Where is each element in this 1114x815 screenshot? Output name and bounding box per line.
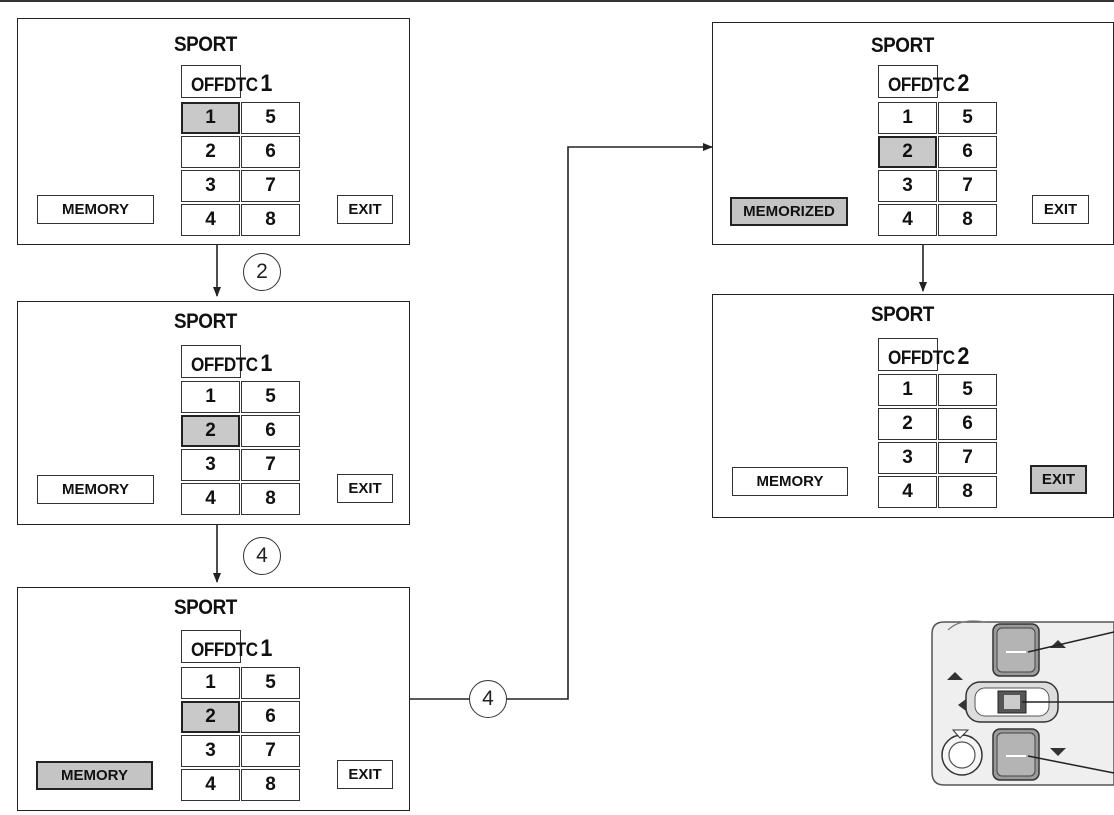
mode-title: SPORT bbox=[174, 596, 237, 619]
off-dtc-text: OFFDTC bbox=[191, 640, 258, 661]
off-dtc-text: OFFDTC bbox=[191, 75, 258, 96]
mode-title: SPORT bbox=[871, 303, 934, 326]
step-circle: 4 bbox=[243, 537, 281, 575]
step-circle: 2 bbox=[243, 253, 281, 291]
dtc-mode-button-7[interactable]: 7 bbox=[241, 735, 300, 767]
dtc-mode-button-5[interactable]: 5 bbox=[938, 374, 997, 406]
dtc-number: 1 bbox=[260, 350, 272, 377]
dtc-number: 1 bbox=[260, 70, 272, 97]
dtc-mode-button-2[interactable]: 2 bbox=[181, 701, 240, 733]
top-rule bbox=[0, 0, 1114, 2]
off-dtc-text: OFFDTC bbox=[191, 355, 258, 376]
off-dtc-text: OFFDTC bbox=[888, 348, 955, 369]
dtc-mode-button-5[interactable]: 5 bbox=[241, 381, 300, 413]
dtc-mode-button-7[interactable]: 7 bbox=[938, 170, 997, 202]
dtc-mode-button-6[interactable]: 6 bbox=[938, 136, 997, 168]
off-dtc-box bbox=[878, 65, 938, 98]
dtc-mode-button-4[interactable]: 4 bbox=[878, 476, 937, 508]
dtc-mode-button-5[interactable]: 5 bbox=[241, 102, 300, 134]
dtc-mode-button-8[interactable]: 8 bbox=[241, 483, 300, 515]
dtc-mode-button-3[interactable]: 3 bbox=[878, 442, 937, 474]
dtc-mode-button-8[interactable]: 8 bbox=[938, 204, 997, 236]
off-dtc-box bbox=[181, 65, 241, 98]
dtc-mode-button-8[interactable]: 8 bbox=[938, 476, 997, 508]
mode-title: SPORT bbox=[174, 310, 237, 333]
dtc-mode-button-6[interactable]: 6 bbox=[241, 701, 300, 733]
mode-title: SPORT bbox=[871, 34, 934, 57]
dtc-mode-button-4[interactable]: 4 bbox=[878, 204, 937, 236]
memory-button[interactable]: MEMORY bbox=[37, 475, 154, 504]
dtc-mode-button-3[interactable]: 3 bbox=[181, 449, 240, 481]
step-circle: 4 bbox=[469, 680, 507, 718]
dtc-mode-button-1[interactable]: 1 bbox=[878, 102, 937, 134]
step-number: 4 bbox=[256, 544, 268, 567]
dtc-mode-button-3[interactable]: 3 bbox=[878, 170, 937, 202]
dtc-number: 2 bbox=[957, 343, 969, 370]
dtc-mode-button-5[interactable]: 5 bbox=[241, 667, 300, 699]
dtc-mode-button-1[interactable]: 1 bbox=[181, 102, 240, 134]
dtc-mode-button-7[interactable]: 7 bbox=[241, 170, 300, 202]
dtc-mode-button-1[interactable]: 1 bbox=[181, 667, 240, 699]
dtc-mode-button-4[interactable]: 4 bbox=[181, 483, 240, 515]
dtc-mode-button-7[interactable]: 7 bbox=[938, 442, 997, 474]
memorized-button[interactable]: MEMORIZED bbox=[730, 197, 848, 226]
dtc-mode-button-4[interactable]: 4 bbox=[181, 204, 240, 236]
dtc-mode-button-2[interactable]: 2 bbox=[181, 415, 240, 447]
exit-button[interactable]: EXIT bbox=[337, 760, 393, 789]
exit-button[interactable]: EXIT bbox=[337, 195, 393, 224]
memory-button[interactable]: MEMORY bbox=[732, 467, 848, 496]
dtc-mode-button-2[interactable]: 2 bbox=[878, 408, 937, 440]
dtc-mode-button-4[interactable]: 4 bbox=[181, 769, 240, 801]
mode-title: SPORT bbox=[174, 33, 237, 56]
dtc-mode-button-7[interactable]: 7 bbox=[241, 449, 300, 481]
dtc-mode-button-2[interactable]: 2 bbox=[181, 136, 240, 168]
dtc-mode-button-8[interactable]: 8 bbox=[241, 204, 300, 236]
off-dtc-box bbox=[878, 338, 938, 371]
off-dtc-box bbox=[181, 630, 241, 663]
dtc-number: 2 bbox=[957, 70, 969, 97]
memory-button[interactable]: MEMORY bbox=[37, 195, 154, 224]
exit-button[interactable]: EXIT bbox=[1032, 195, 1089, 224]
memory-button[interactable]: MEMORY bbox=[36, 761, 153, 790]
exit-button[interactable]: EXIT bbox=[337, 474, 393, 503]
exit-button[interactable]: EXIT bbox=[1030, 465, 1087, 494]
dtc-mode-button-2[interactable]: 2 bbox=[878, 136, 937, 168]
dtc-mode-button-8[interactable]: 8 bbox=[241, 769, 300, 801]
step-number: 4 bbox=[482, 687, 494, 710]
dtc-mode-button-3[interactable]: 3 bbox=[181, 735, 240, 767]
off-dtc-text: OFFDTC bbox=[888, 75, 955, 96]
dtc-mode-button-6[interactable]: 6 bbox=[241, 415, 300, 447]
dtc-number: 1 bbox=[260, 635, 272, 662]
dtc-mode-button-1[interactable]: 1 bbox=[181, 381, 240, 413]
dtc-mode-button-3[interactable]: 3 bbox=[181, 170, 240, 202]
dtc-mode-button-6[interactable]: 6 bbox=[241, 136, 300, 168]
dtc-mode-button-1[interactable]: 1 bbox=[878, 374, 937, 406]
step-number: 2 bbox=[256, 260, 268, 283]
dtc-mode-button-6[interactable]: 6 bbox=[938, 408, 997, 440]
dtc-mode-button-5[interactable]: 5 bbox=[938, 102, 997, 134]
off-dtc-box bbox=[181, 345, 241, 378]
